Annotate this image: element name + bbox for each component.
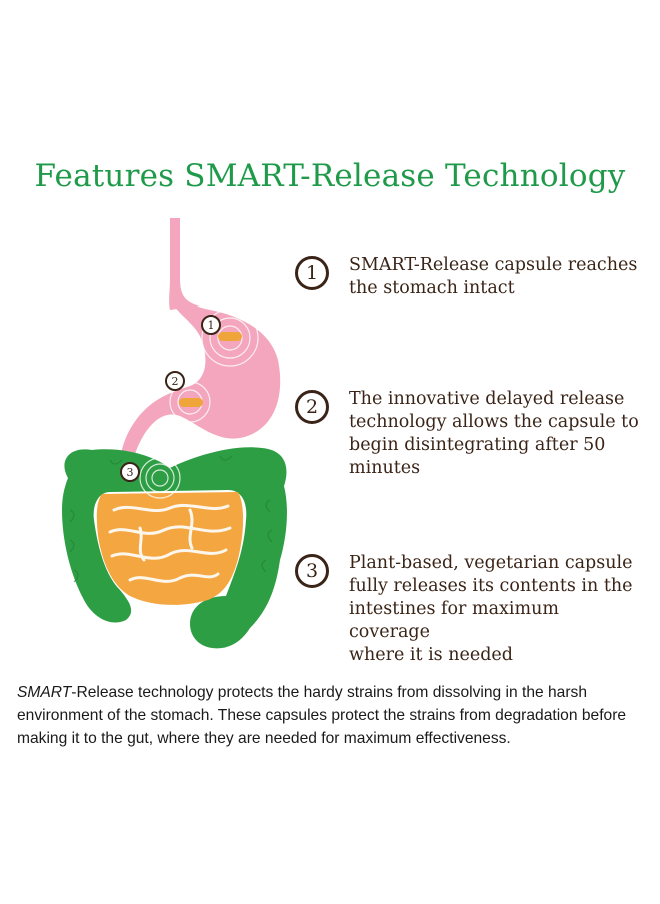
digestive-system-diagram: 1 2 3 (62, 218, 287, 649)
capsule-2 (179, 398, 203, 407)
description-paragraph: SMART-Release technology protects the ha… (17, 681, 647, 750)
page-title: Features SMART-Release Technology (34, 158, 626, 194)
marker-2-label: 2 (172, 375, 179, 388)
digestive-system-illustration: 1 2 3 (40, 210, 300, 660)
description-body: -Release technology protects the hardy s… (17, 684, 627, 747)
step-3: 3 Plant-based, vegetarian capsule fully … (295, 552, 640, 667)
description-italic-lead: SMART (17, 684, 72, 701)
capsule-1 (218, 332, 242, 341)
marker-1-label: 1 (208, 319, 215, 332)
step-1: 1 SMART-Release capsule reaches the stom… (295, 254, 640, 300)
large-intestine (62, 447, 287, 649)
step-3-number: 3 (295, 554, 329, 588)
step-1-text: SMART-Release capsule reaches the stomac… (349, 255, 638, 298)
step-3-text: Plant-based, vegetarian capsule fully re… (349, 553, 633, 665)
marker-1: 1 (201, 315, 221, 335)
marker-2: 2 (165, 371, 185, 391)
step-1-number: 1 (295, 256, 329, 290)
stomach (120, 280, 281, 462)
marker-3-label: 3 (127, 466, 134, 479)
step-2-text: The innovative delayed release technolog… (349, 389, 639, 478)
step-2: 2 The innovative delayed release technol… (295, 388, 640, 480)
marker-3: 3 (120, 462, 140, 482)
step-2-number: 2 (295, 390, 329, 424)
